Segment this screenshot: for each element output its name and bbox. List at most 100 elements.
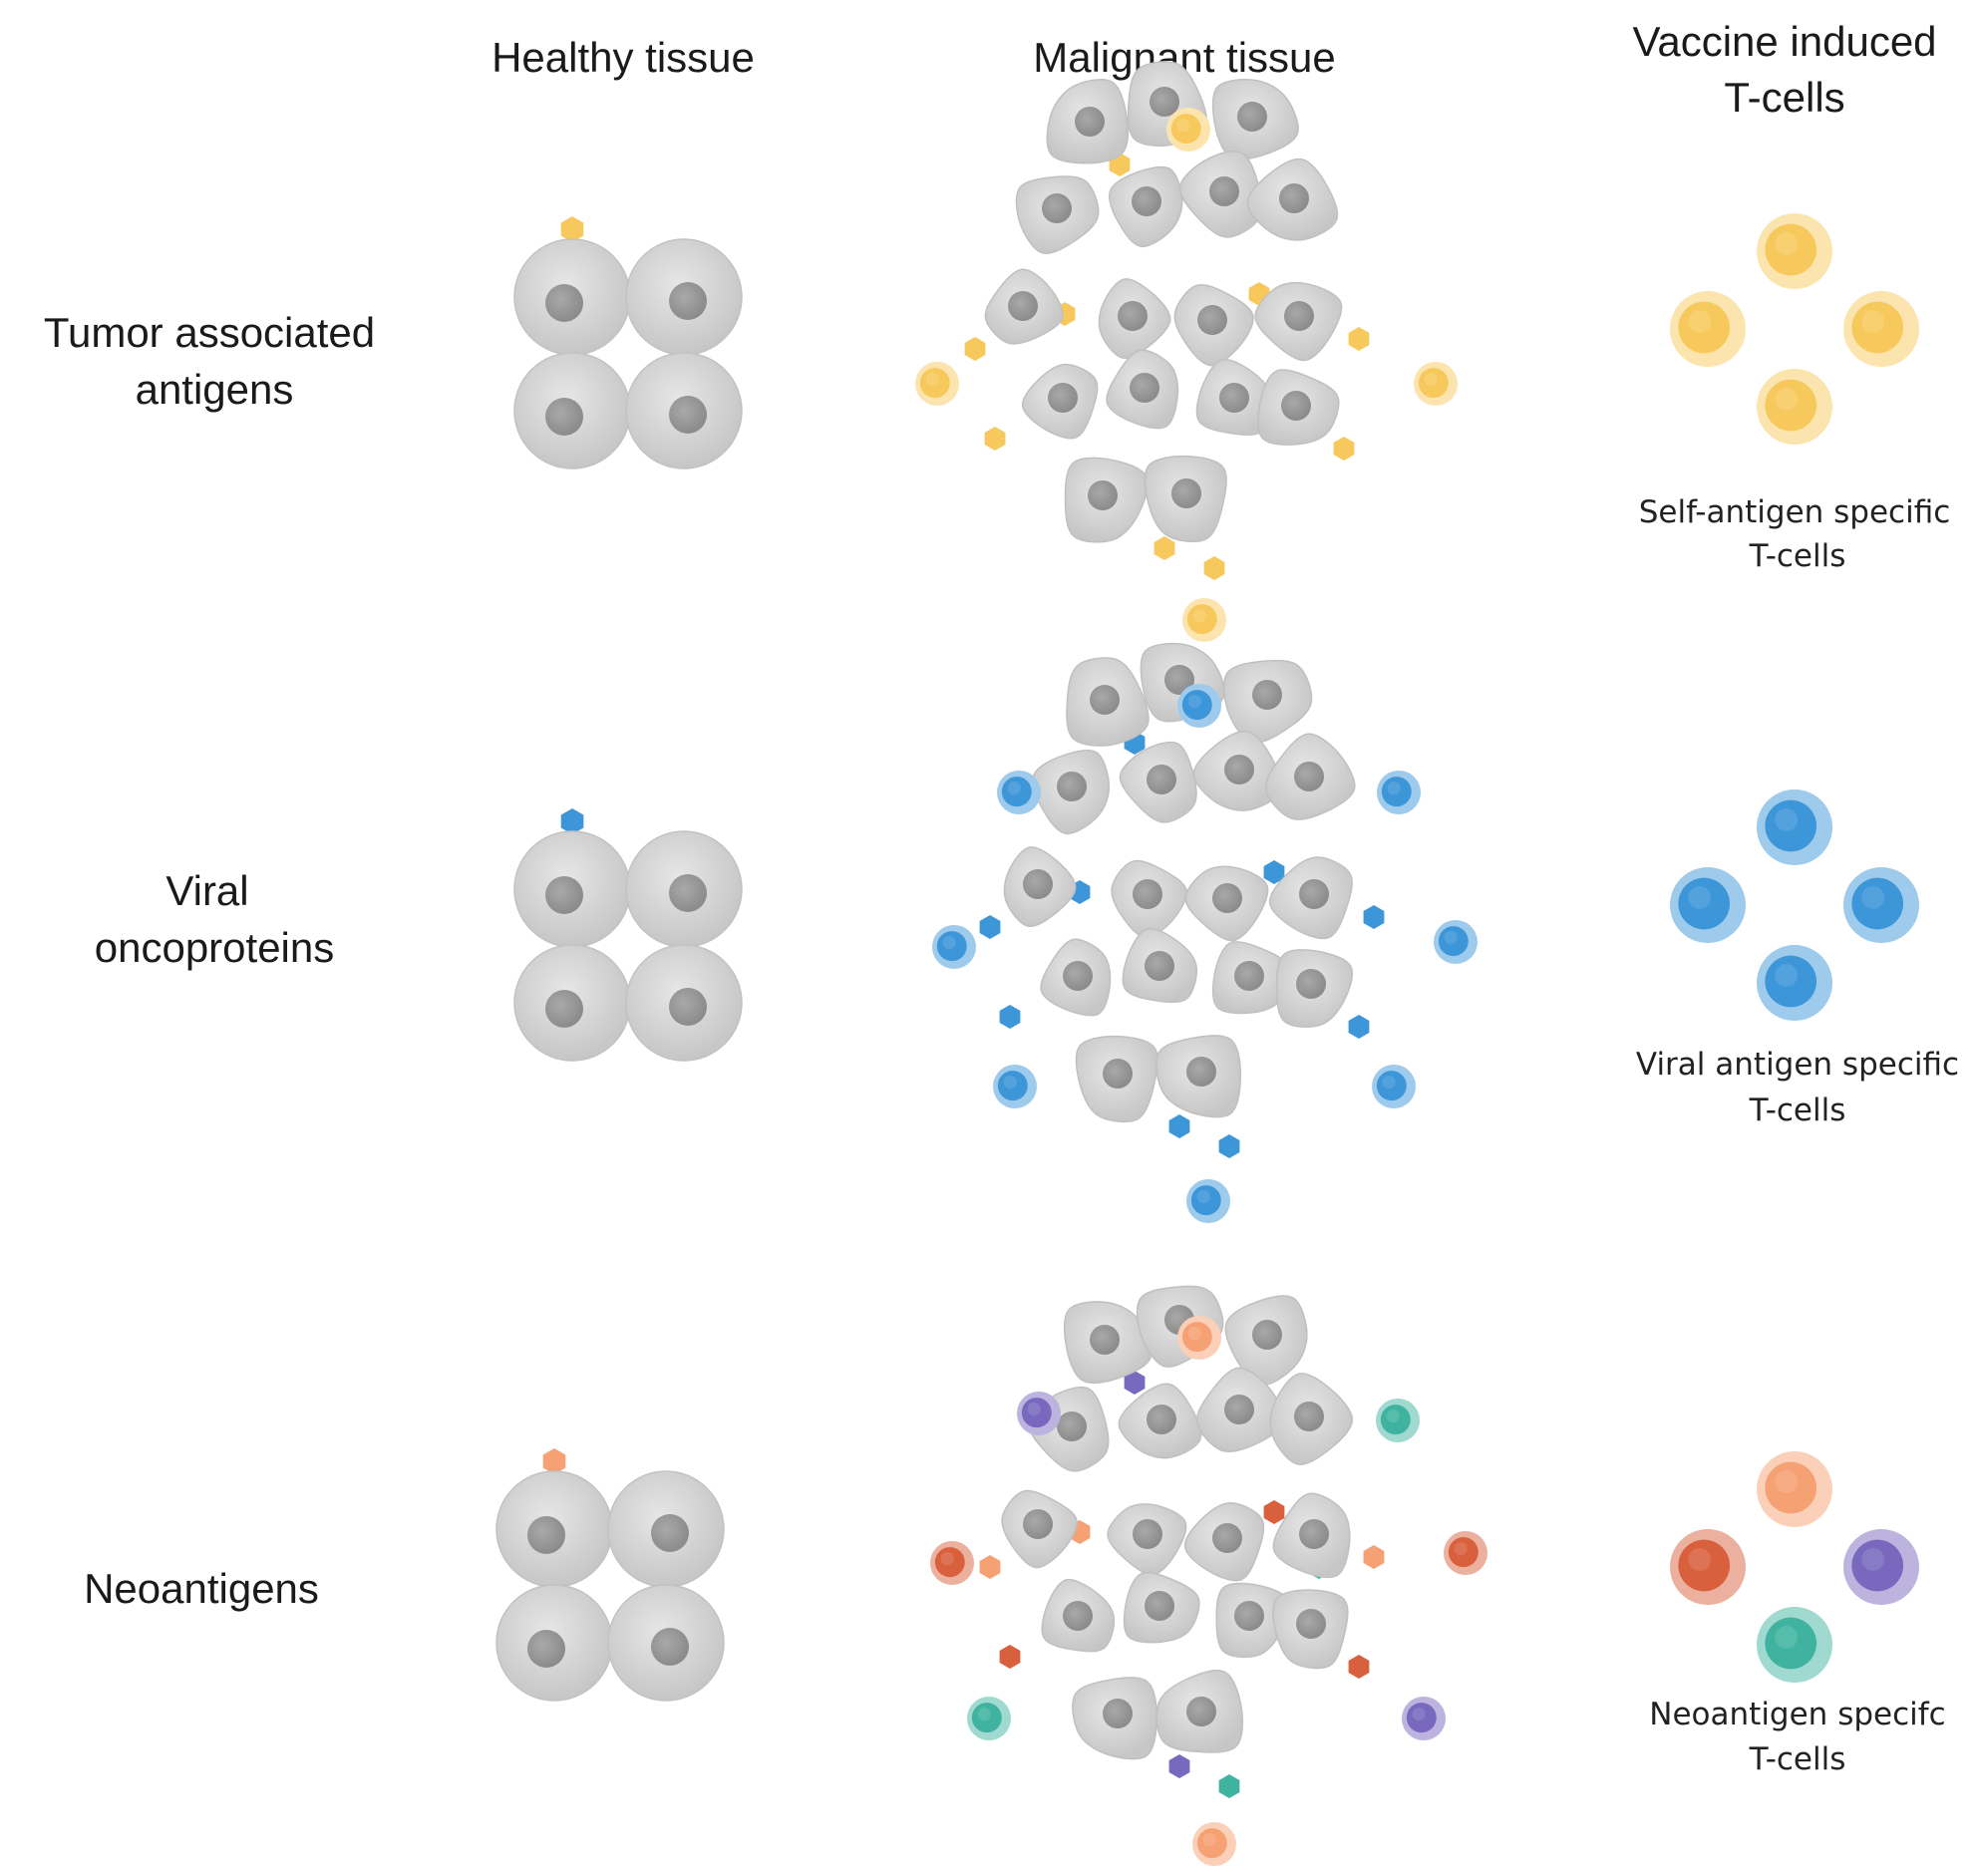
vaccine-tcell-1-3 bbox=[1757, 945, 1832, 1021]
malignant-cell-1-15 bbox=[1075, 1035, 1158, 1123]
header-vaccine-line1: Vaccine induced bbox=[1632, 18, 1936, 65]
healthy-antigen-0 bbox=[560, 216, 584, 242]
malignant-cell-1-7 bbox=[1003, 846, 1077, 927]
malignant-cell-2-4 bbox=[1118, 1383, 1202, 1459]
tumor-tcell-10 bbox=[1372, 1065, 1416, 1108]
vaccine-tcell-2-3 bbox=[1757, 1607, 1832, 1683]
malignant-cell-0-13 bbox=[1195, 358, 1273, 436]
tumor-tcell-19 bbox=[1192, 1822, 1236, 1866]
tumor-tcell-2 bbox=[1414, 362, 1458, 406]
vaccine-tcell-2-0 bbox=[1757, 1451, 1832, 1527]
tumor-tcell-1 bbox=[915, 362, 959, 406]
tcell-label-viral-line1: Viral antigen specific bbox=[1636, 1047, 1959, 1083]
malignant-antigen-1-9 bbox=[1263, 860, 1285, 884]
malignant-cell-0-9 bbox=[1173, 284, 1254, 367]
tumor-tcell-15 bbox=[930, 1541, 974, 1585]
malignant-antigen-1-6 bbox=[1168, 1114, 1190, 1138]
malignant-cell-1-6 bbox=[1265, 733, 1356, 820]
malignant-cell-1-3 bbox=[1032, 750, 1111, 834]
tumor-tcell-14 bbox=[1376, 1399, 1420, 1442]
tumor-tcell-7 bbox=[932, 925, 976, 969]
malignant-antigen-1-1 bbox=[999, 1005, 1021, 1029]
vaccine-tcell-0-2 bbox=[1843, 291, 1919, 367]
tcell-label-neo-line1: Neoantigen specifc bbox=[1649, 1697, 1945, 1732]
malignant-cell-2-9 bbox=[1183, 1502, 1265, 1582]
malignant-cell-0-6 bbox=[1246, 157, 1339, 241]
tumor-tcell-18 bbox=[1402, 1697, 1446, 1740]
healthy-cell-1-0 bbox=[513, 830, 631, 948]
healthy-cell-0-1 bbox=[625, 238, 743, 356]
malignant-cell-2-6 bbox=[1269, 1373, 1354, 1465]
malignant-cell-0-2 bbox=[1211, 79, 1299, 160]
vaccine-tcell-1-0 bbox=[1757, 789, 1832, 865]
malignant-antigen-1-7 bbox=[1218, 1134, 1240, 1158]
malignant-antigen-2-2 bbox=[1124, 1371, 1146, 1395]
malignant-cell-2-7 bbox=[1001, 1489, 1078, 1569]
header-vaccine-line2: T-cells bbox=[1724, 74, 1844, 121]
healthy-cell-1-2 bbox=[513, 944, 631, 1062]
malignant-cell-0-3 bbox=[1015, 175, 1100, 255]
tumor-tcell-11 bbox=[1186, 1179, 1230, 1223]
tumor-tcell-0 bbox=[1166, 108, 1210, 152]
illustration-layer bbox=[495, 61, 1919, 1866]
tumor-tcell-3 bbox=[1182, 598, 1226, 642]
malignant-antigen-1-5 bbox=[1348, 1015, 1370, 1039]
malignant-cell-2-14 bbox=[1272, 1589, 1349, 1670]
malignant-antigen-2-4 bbox=[1363, 1545, 1385, 1569]
malignant-cell-0-5 bbox=[1178, 150, 1263, 238]
malignant-antigen-2-9 bbox=[1263, 1500, 1285, 1524]
malignant-antigen-0-5 bbox=[1333, 437, 1355, 461]
malignant-antigen-1-0 bbox=[979, 915, 1001, 939]
vaccine-tcell-0-3 bbox=[1757, 369, 1832, 445]
malignant-cell-2-2 bbox=[1224, 1295, 1308, 1387]
malignant-cell-1-11 bbox=[1040, 938, 1112, 1017]
malignant-cell-0-16 bbox=[1144, 455, 1227, 543]
tumor-tcell-8 bbox=[1434, 920, 1478, 964]
healthy-antigen-1 bbox=[560, 808, 584, 834]
malignant-antigen-2-0 bbox=[979, 1555, 1001, 1579]
malignant-cell-2-15 bbox=[1072, 1677, 1158, 1760]
malignant-cell-0-14 bbox=[1257, 369, 1340, 446]
malignant-cell-1-14 bbox=[1275, 949, 1354, 1028]
tumor-tcell-9 bbox=[993, 1065, 1037, 1108]
tumor-tcell-16 bbox=[1444, 1531, 1487, 1575]
header-healthy-tissue: Healthy tissue bbox=[492, 34, 755, 81]
malignant-cell-1-9 bbox=[1184, 865, 1269, 942]
tumor-tcell-17 bbox=[967, 1697, 1011, 1740]
vaccine-tcell-1-1 bbox=[1670, 867, 1746, 943]
healthy-cell-2-2 bbox=[495, 1584, 613, 1702]
malignant-antigen-2-5 bbox=[1348, 1655, 1370, 1679]
vaccine-tcell-2-2 bbox=[1843, 1529, 1919, 1605]
malignant-cell-1-16 bbox=[1155, 1035, 1242, 1118]
malignant-cell-1-10 bbox=[1268, 856, 1353, 940]
malignant-cell-0-8 bbox=[1098, 278, 1171, 359]
malignant-cell-2-12 bbox=[1123, 1571, 1200, 1644]
tumor-tcell-12 bbox=[1177, 1316, 1221, 1360]
healthy-cell-2-1 bbox=[607, 1470, 725, 1588]
malignant-cell-2-0 bbox=[1063, 1301, 1153, 1385]
malignant-cell-0-4 bbox=[1109, 165, 1183, 247]
row-label-viral-line1: Viral bbox=[165, 867, 248, 914]
malignant-antigen-0-7 bbox=[1203, 556, 1225, 580]
healthy-antigen-2 bbox=[542, 1448, 566, 1474]
healthy-cell-1-1 bbox=[625, 830, 743, 948]
malignant-cell-2-13 bbox=[1215, 1582, 1290, 1659]
malignant-cell-1-13 bbox=[1211, 941, 1291, 1015]
row-label-taa-line1: Tumor associated bbox=[44, 309, 375, 356]
tcell-label-neo-line2: T-cells bbox=[1749, 1741, 1846, 1777]
malignant-cell-2-5 bbox=[1195, 1367, 1285, 1453]
malignant-cell-2-16 bbox=[1155, 1670, 1244, 1753]
tumor-tcell-13 bbox=[1017, 1392, 1061, 1435]
malignant-cell-1-2 bbox=[1222, 659, 1313, 744]
vaccine-tcell-0-0 bbox=[1757, 213, 1832, 289]
malignant-antigen-2-1 bbox=[999, 1645, 1021, 1669]
vaccine-tcell-1-2 bbox=[1843, 867, 1919, 943]
tcell-label-self-line2: T-cells bbox=[1749, 538, 1846, 574]
malignant-cell-2-8 bbox=[1107, 1503, 1187, 1576]
healthy-cell-0-0 bbox=[513, 238, 631, 356]
row-label-neoantigens: Neoantigens bbox=[84, 1565, 319, 1612]
malignant-cell-1-0 bbox=[1066, 657, 1150, 747]
vaccine-tcell-2-1 bbox=[1670, 1529, 1746, 1605]
row-label-taa-line2: antigens bbox=[136, 366, 294, 413]
